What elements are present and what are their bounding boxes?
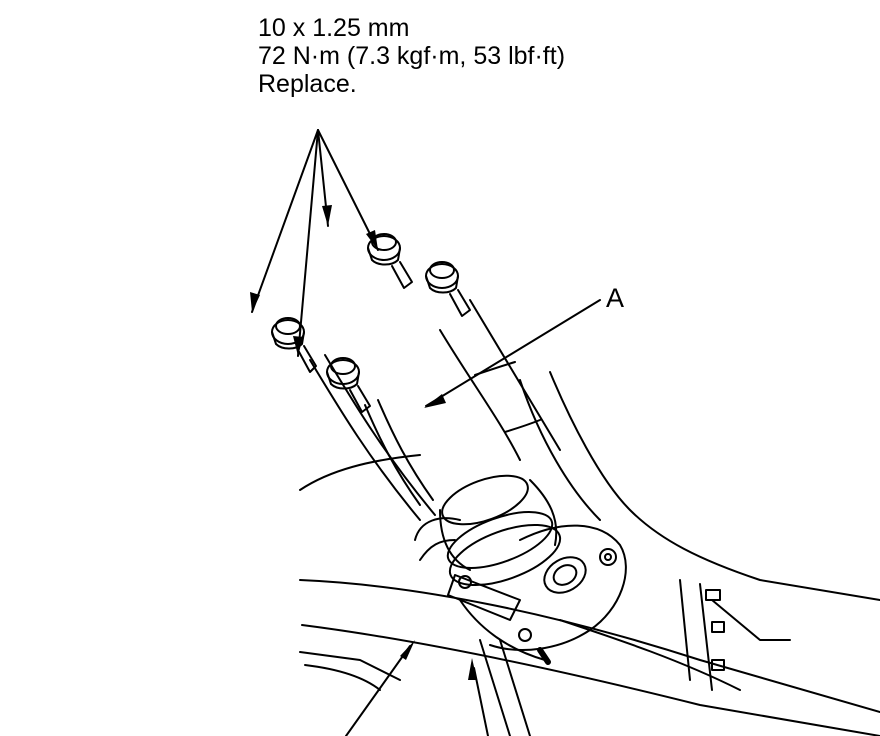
frame-bracket <box>679 579 791 691</box>
lower-leader-lines <box>345 645 489 736</box>
frame-outline <box>299 371 880 736</box>
bolt-4 <box>425 261 471 317</box>
spec-leader-arrows <box>251 129 379 357</box>
bolt-1 <box>271 317 317 373</box>
callout-a-leader <box>425 299 601 407</box>
thread-size-text: 10 x 1.25 mm <box>258 14 410 42</box>
arrowheads <box>250 205 477 680</box>
replace-note-text: Replace. <box>258 70 357 98</box>
torque-value-text: 72 N·m (7.3 kgf·m, 53 lbf·ft) <box>258 42 566 70</box>
gearbox-assembly <box>439 299 627 665</box>
torque-specification: 10 x 1.25 mm 72 N·m (7.3 kgf·m, 53 lbf·f… <box>258 14 565 98</box>
bolt-2 <box>326 357 371 413</box>
callout-label-a: A <box>606 283 625 313</box>
